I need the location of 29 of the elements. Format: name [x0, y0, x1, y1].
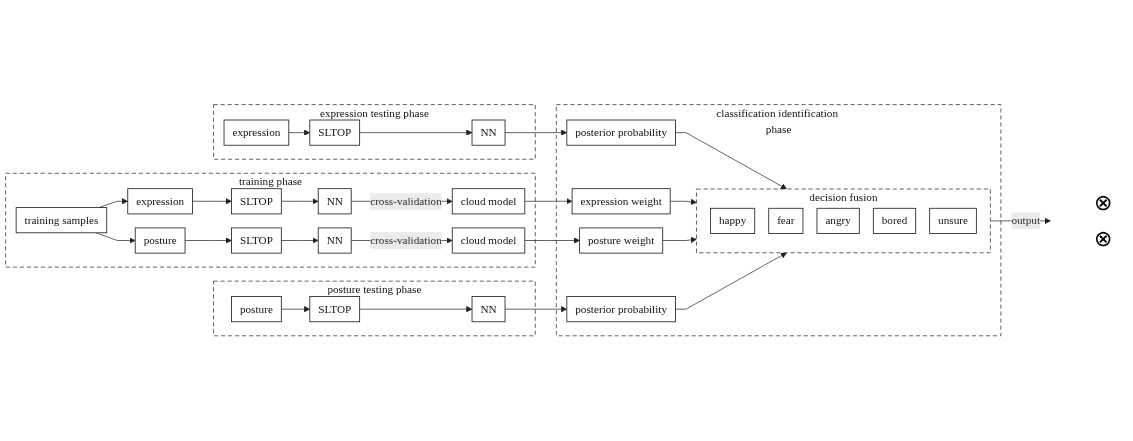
- edge-label: cross-validation: [370, 195, 442, 208]
- node-box: happy: [710, 208, 756, 235]
- node-box: posture: [134, 227, 186, 254]
- node-box: fear: [768, 208, 804, 235]
- node-box: SLTOP: [231, 227, 282, 254]
- node-box: NN: [317, 227, 352, 254]
- node-box: posture weight: [579, 227, 664, 254]
- multiply-symbol: ⊗: [1094, 189, 1112, 216]
- node-box: bored: [872, 208, 917, 235]
- node-box: training samples: [15, 207, 108, 234]
- node-box: expression: [127, 188, 193, 215]
- node-box: NN: [317, 188, 352, 215]
- node-box: cloud model: [451, 188, 526, 215]
- node-box: SLTOP: [231, 188, 282, 215]
- node-box: unsure: [929, 208, 977, 235]
- node-box: posterior probability: [566, 296, 676, 323]
- node-box: SLTOP: [309, 119, 361, 146]
- multiply-symbol: ⊗: [1094, 225, 1112, 252]
- edge-label: cross-validation: [370, 234, 442, 247]
- node-box: posture: [231, 296, 282, 323]
- node-box: NN: [471, 119, 506, 146]
- node-box: expression weight: [571, 188, 671, 215]
- node-box: cloud model: [451, 227, 526, 254]
- node-box: expression: [223, 119, 290, 146]
- node-box: posterior probability: [566, 119, 676, 146]
- node-box: NN: [471, 296, 506, 323]
- edge-label: output: [1011, 214, 1041, 227]
- node-box: SLTOP: [309, 296, 361, 323]
- node-box: angry: [816, 208, 860, 235]
